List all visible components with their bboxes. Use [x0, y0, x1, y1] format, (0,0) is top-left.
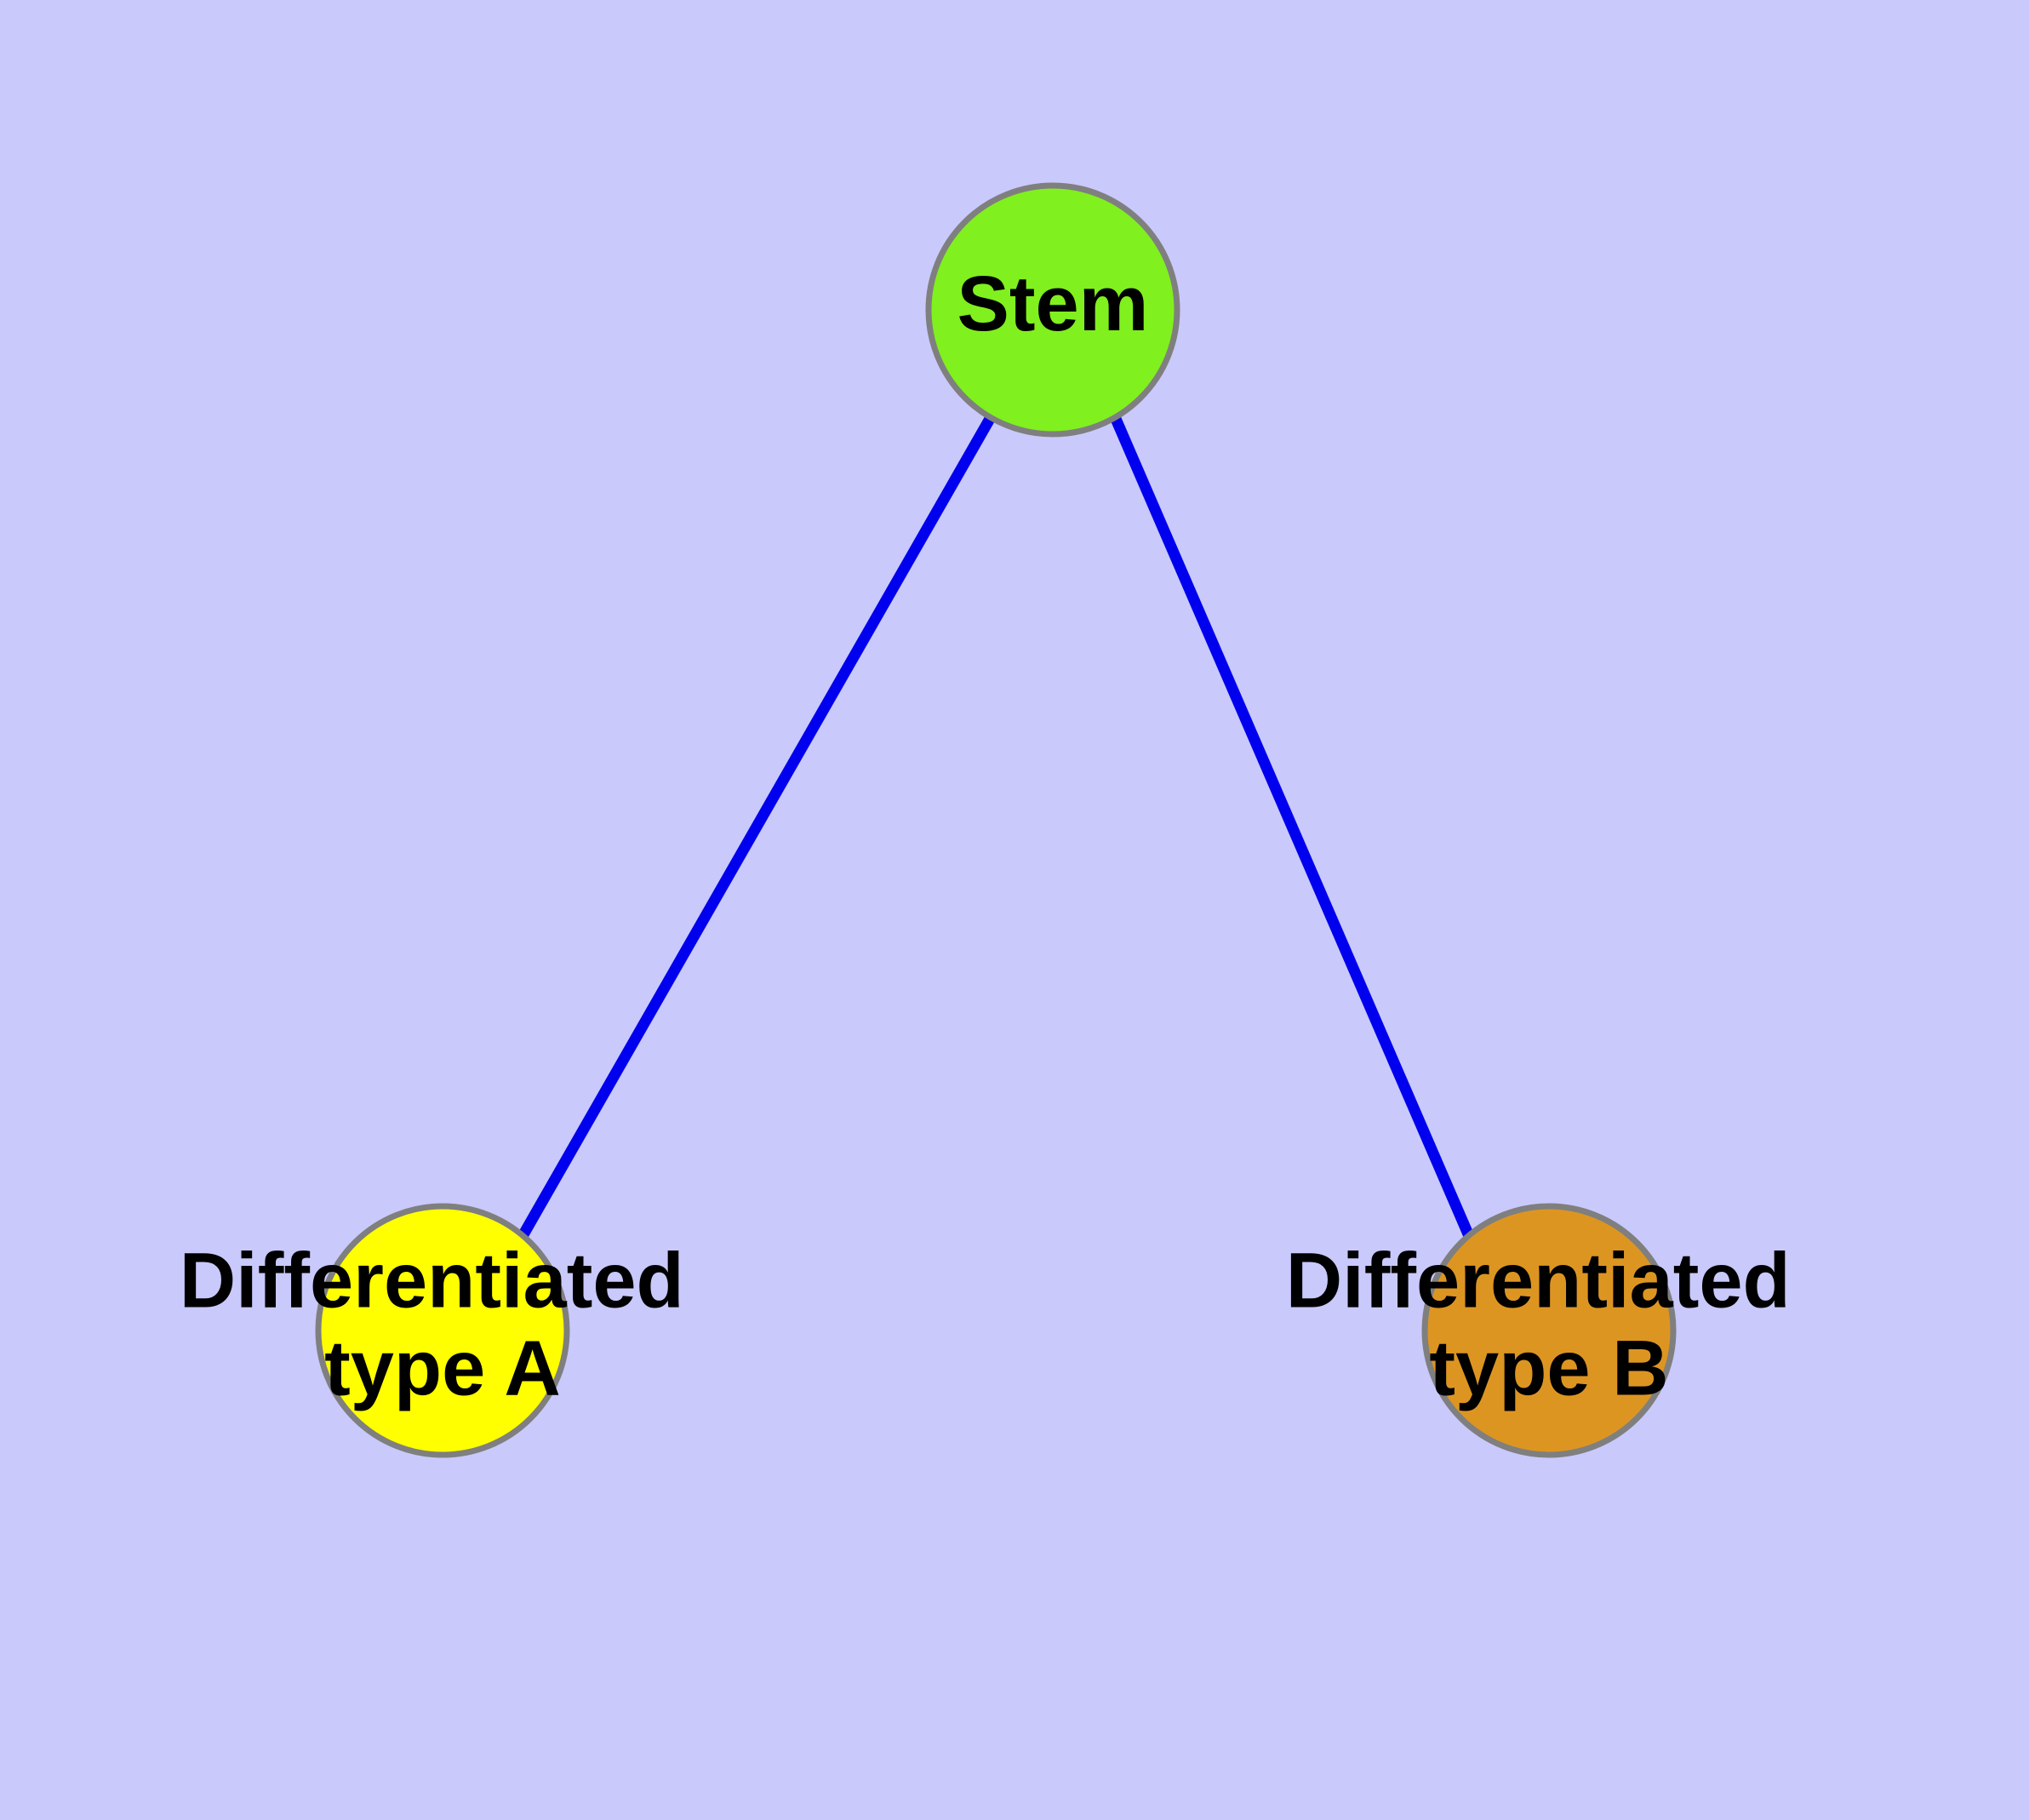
- node-differentiated-type-b-label-line-2: type B: [1429, 1325, 1668, 1412]
- node-differentiated-type-a-label: Differentiated type A: [180, 1238, 706, 1412]
- node-differentiated-type-a[interactable]: Differentiated type A: [180, 1203, 706, 1458]
- node-differentiated-type-b-label: Differentiated type B: [1286, 1238, 1813, 1412]
- edges-group: [517, 415, 1474, 1239]
- node-differentiated-type-b[interactable]: Differentiated type B: [1286, 1203, 1813, 1458]
- node-stem-label-line-1: Stem: [957, 260, 1149, 347]
- node-stem-circle[interactable]: [925, 182, 1180, 438]
- edge-stem-to-differentiated-type-b[interactable]: [1111, 416, 1474, 1239]
- node-differentiated-type-b-label-line-1: Differentiated: [1286, 1238, 1791, 1325]
- node-differentiated-type-b-circle[interactable]: [1421, 1203, 1677, 1458]
- node-differentiated-type-a-label-line-1: Differentiated: [180, 1238, 684, 1325]
- nodes-group: Stem Differentiated type A Differentiate…: [180, 182, 1813, 1458]
- node-differentiated-type-a-label-line-2: type A: [324, 1325, 561, 1412]
- edge-stem-to-differentiated-type-a[interactable]: [517, 415, 995, 1239]
- node-stem[interactable]: Stem: [925, 182, 1180, 438]
- node-differentiated-type-a-circle[interactable]: [315, 1203, 570, 1458]
- node-stem-label: Stem: [957, 260, 1149, 347]
